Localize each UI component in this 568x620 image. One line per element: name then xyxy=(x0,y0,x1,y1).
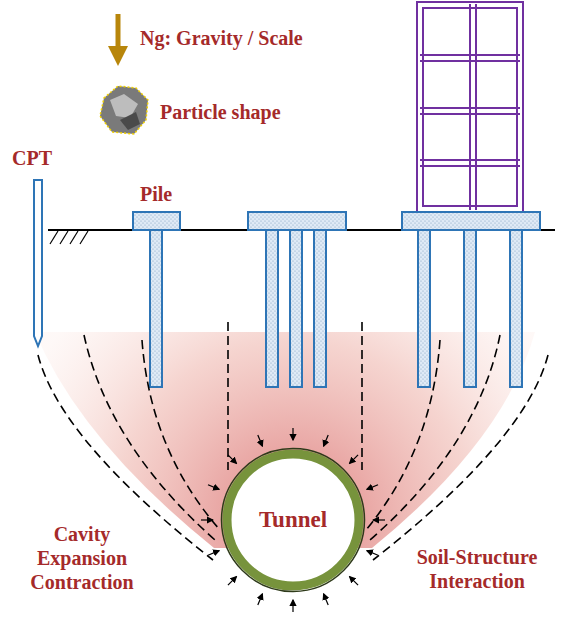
load-arrow xyxy=(208,551,219,556)
tunnel-ring: Tunnel xyxy=(217,444,369,596)
text-label: Ng: Gravity / Scale xyxy=(140,26,303,50)
load-arrow xyxy=(258,435,263,446)
load-arrow xyxy=(201,519,213,520)
node-label: Tunnel xyxy=(217,507,369,533)
text-label: Cavity Expansion Contraction xyxy=(18,522,146,594)
load-arrow xyxy=(208,485,219,490)
load-arrow xyxy=(228,455,236,463)
load-arrow xyxy=(350,455,358,463)
influence-zone xyxy=(35,332,535,548)
load-arrow xyxy=(292,600,293,612)
load-arrow xyxy=(292,428,293,440)
load-arrow xyxy=(228,577,236,585)
text-label: Pile xyxy=(140,182,172,206)
load-arrow xyxy=(367,551,378,556)
text-label: CPT xyxy=(12,146,52,170)
load-arrow xyxy=(324,435,329,446)
load-arrow xyxy=(258,594,263,605)
load-arrow xyxy=(324,594,329,605)
load-arrow xyxy=(350,577,358,585)
load-arrow xyxy=(367,485,378,490)
text-label: Particle shape xyxy=(160,100,281,124)
load-arrow xyxy=(373,519,385,520)
text-label: Soil-Structure Interaction xyxy=(392,545,562,593)
